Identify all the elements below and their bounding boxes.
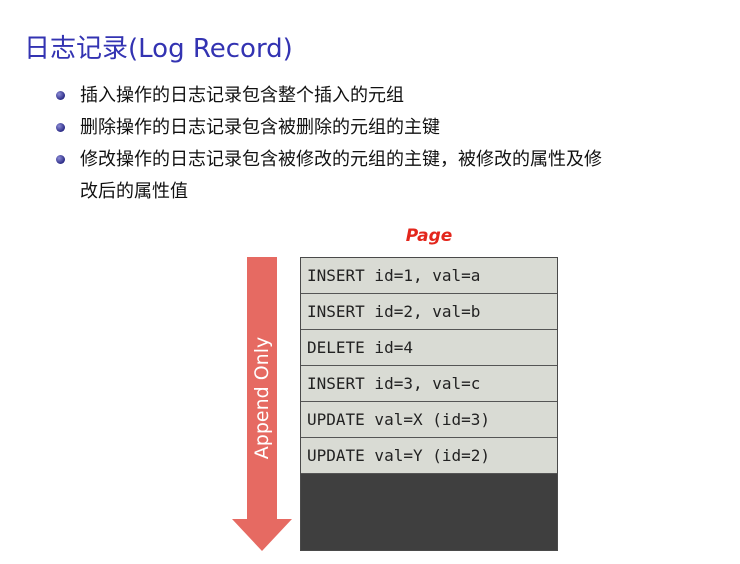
log-record-row: UPDATE val=Y (id=2) [301,438,557,474]
bullet-text: 删除操作的日志记录包含被删除的元组的主键 [80,117,440,138]
slide-title: 日志记录(Log Record) [24,34,293,64]
log-record-row: INSERT id=1, val=a [301,258,557,294]
bullet-item: 插入操作的日志记录包含整个插入的元组 [54,80,740,112]
bullet-text: 插入操作的日志记录包含整个插入的元组 [80,85,404,106]
bullet-text-continuation: 改后的属性值 [80,181,188,202]
append-only-arrow-icon [232,257,292,551]
arrow-shape [232,257,292,551]
bullet-text: 修改操作的日志记录包含被修改的元组的主键，被修改的属性及修 [80,149,602,170]
page-box: INSERT id=1, val=a INSERT id=2, val=b DE… [300,257,558,551]
log-record-row: DELETE id=4 [301,330,557,366]
bullet-icon [56,123,65,132]
page-label: Page [405,226,453,246]
bullet-item: 修改操作的日志记录包含被修改的元组的主键，被修改的属性及修 改后的属性值 [54,144,740,208]
bullet-icon [56,155,65,164]
bullet-icon [56,91,65,100]
log-record-row: INSERT id=3, val=c [301,366,557,402]
log-record-row: UPDATE val=X (id=3) [301,402,557,438]
log-record-row: INSERT id=2, val=b [301,294,557,330]
bullet-list: 插入操作的日志记录包含整个插入的元组 删除操作的日志记录包含被删除的元组的主键 … [54,80,740,208]
bullet-item: 删除操作的日志记录包含被删除的元组的主键 [54,112,740,144]
append-only-label: Append Only [251,336,273,460]
